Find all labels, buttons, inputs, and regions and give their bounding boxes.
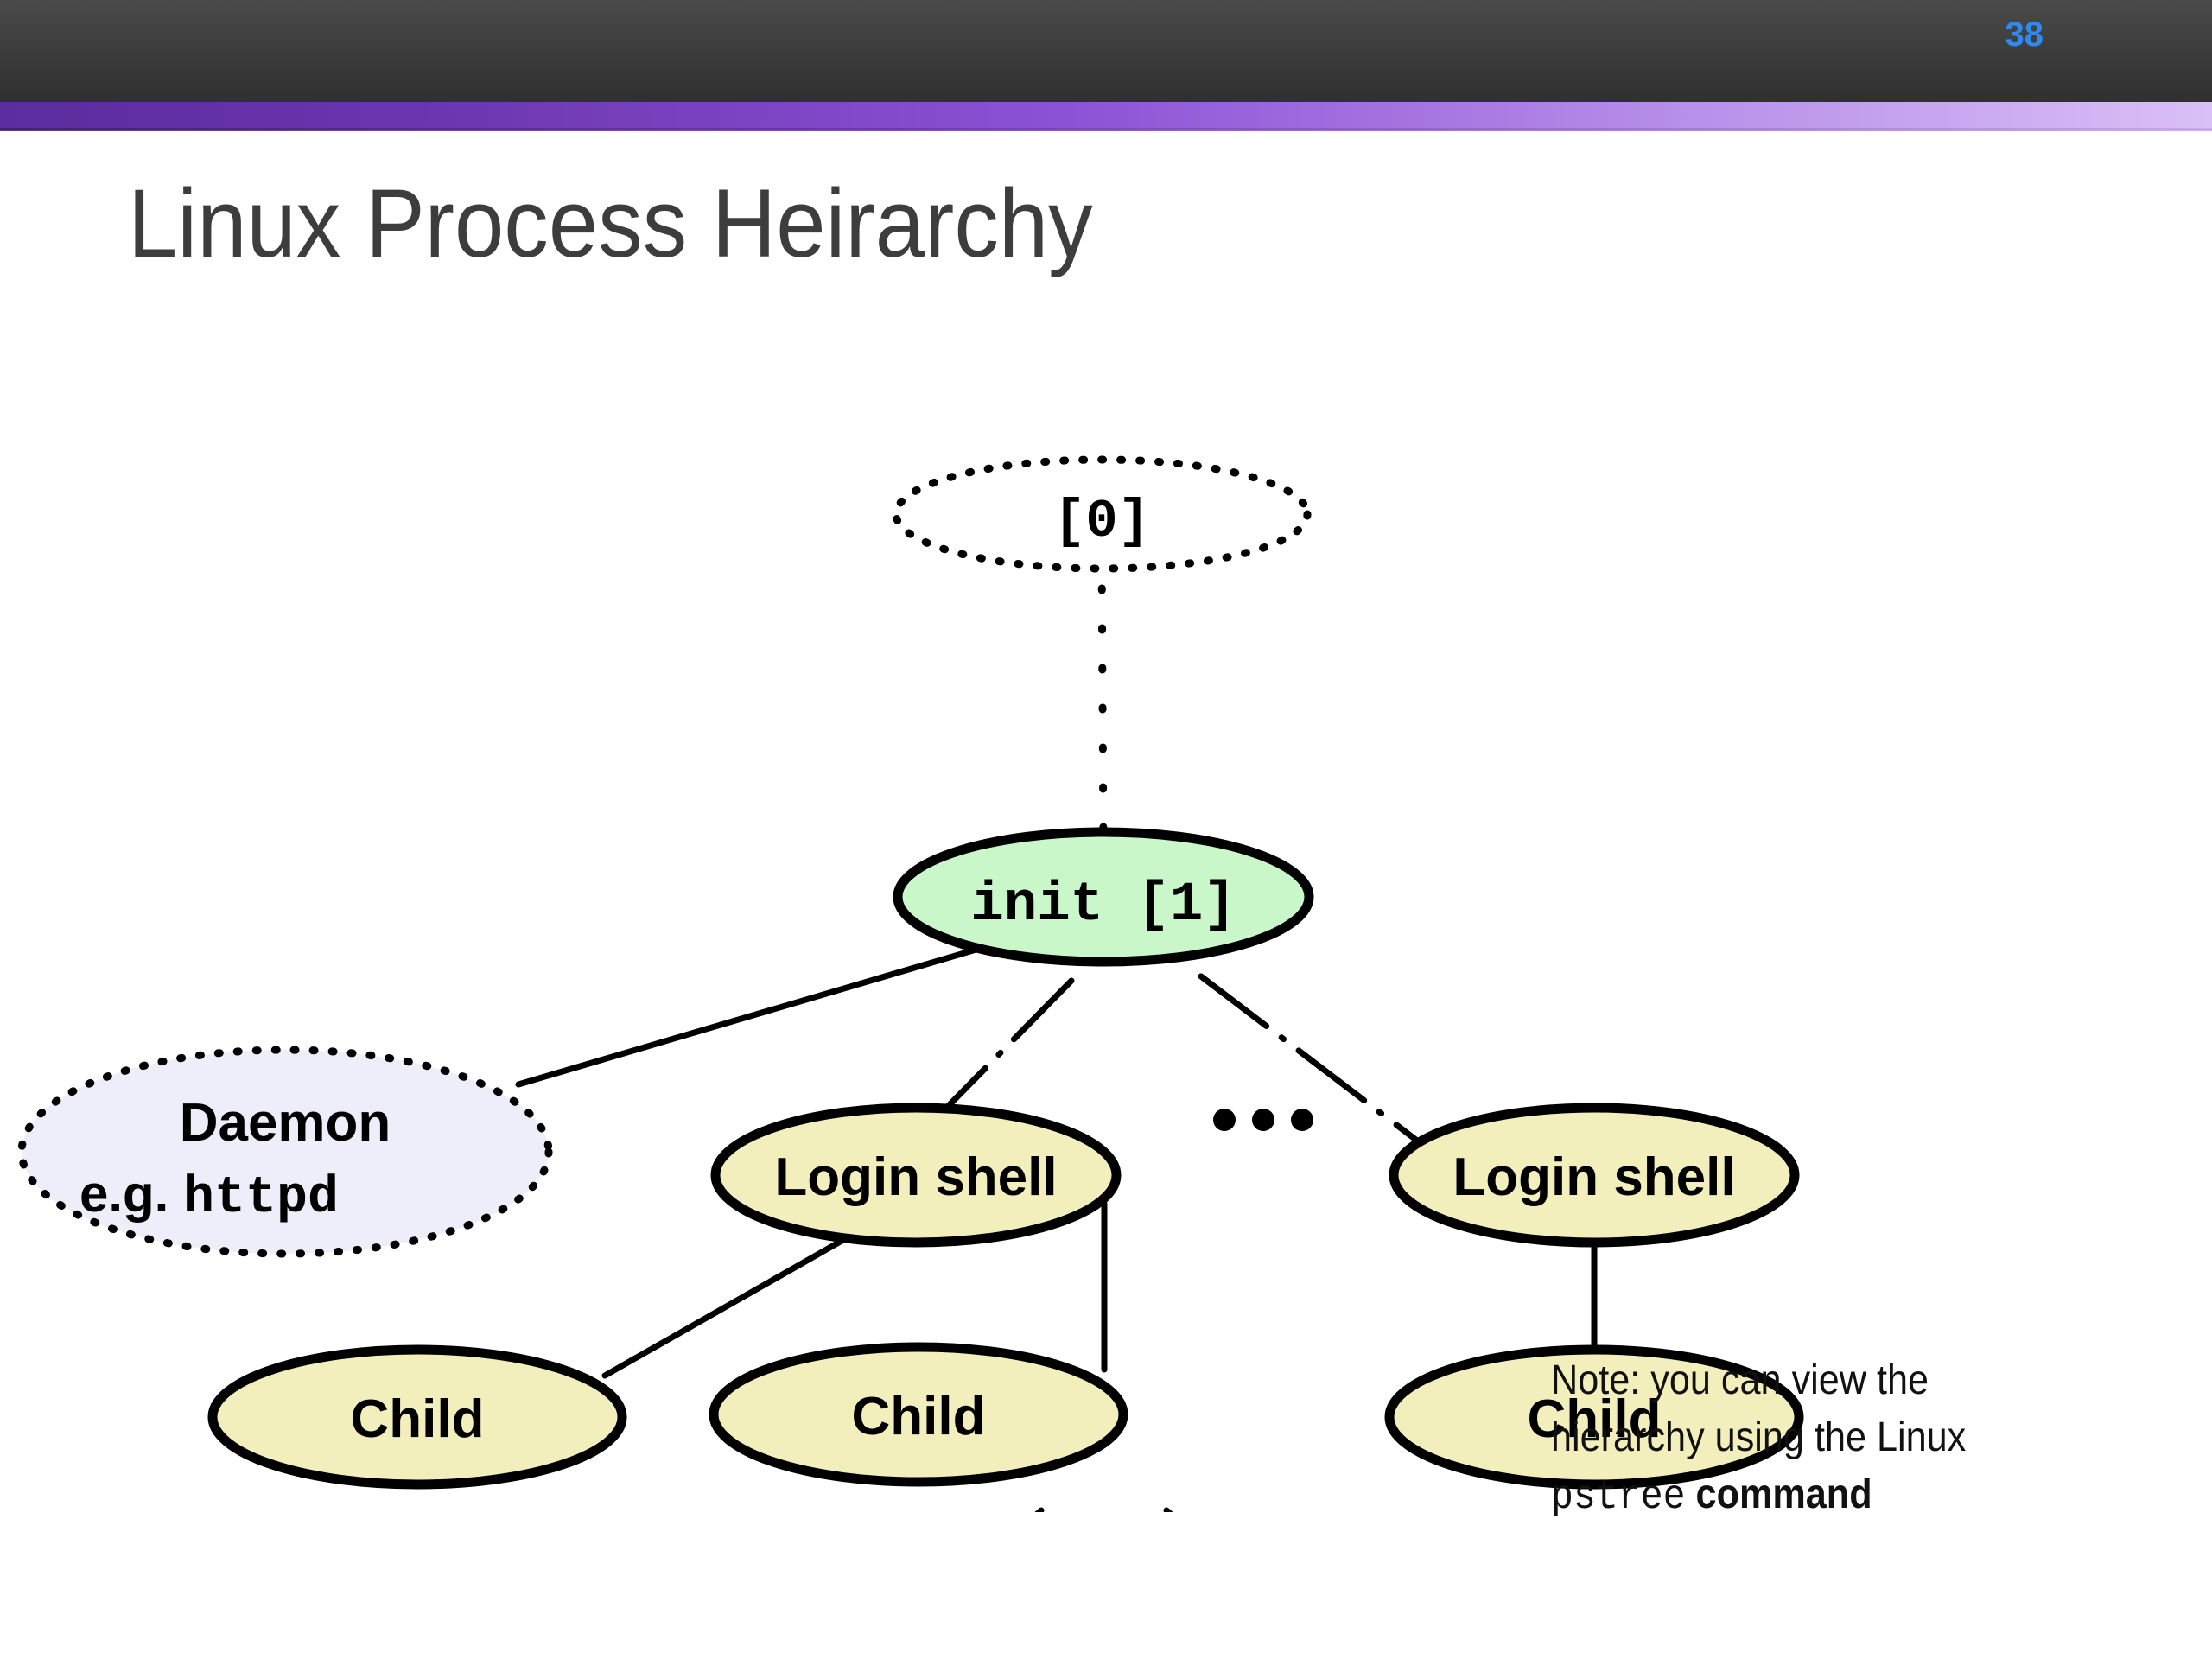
note-pstree-code: pstree: [1551, 1474, 1686, 1522]
node-init-label: init [1]: [970, 874, 1236, 937]
node-child-3-label: Child: [1528, 1389, 1662, 1449]
daemon-httpd-text: httpd: [183, 1169, 339, 1228]
note-command-text: command: [1685, 1471, 1872, 1518]
edge-child2-grandchild2: [1163, 1507, 1173, 1512]
edge-init-loginshell2: [1198, 973, 1421, 1144]
page-title: Linux Process Heirarchy: [128, 169, 1093, 277]
node-child-1-shape: [207, 1344, 627, 1490]
node-loginshell-2-label: Login shell: [1452, 1147, 1735, 1207]
note-line-2: hierarchy using the Linux: [1551, 1414, 1967, 1461]
node-loginshell-2[interactable]: Login shell: [1389, 1103, 1800, 1248]
node-loginshell-1-shape: [710, 1103, 1122, 1248]
edge-init-daemon: [515, 938, 1006, 1088]
edge-child2-grandchild1: [1034, 1507, 1045, 1512]
node-daemon-shape: [17, 1046, 553, 1258]
daemon-eg-text: e.g.: [79, 1165, 183, 1223]
process-hierarchy-diagram: [0] init [1] Daemon e.g. httpd Login she…: [0, 285, 2212, 1512]
ellipsis-indicator: [1213, 1109, 1313, 1131]
node-kernel-shape: [892, 455, 1312, 573]
node-loginshell-2-shape: [1389, 1103, 1800, 1248]
node-child-1-label: Child: [351, 1389, 485, 1449]
diagram-edges: [515, 544, 1598, 1512]
node-daemon-label-line2: e.g. httpd: [79, 1165, 339, 1228]
node-daemon[interactable]: Daemon e.g. httpd: [17, 1046, 553, 1258]
node-child-3[interactable]: Child: [1384, 1344, 1804, 1490]
node-daemon-label-line1: Daemon: [180, 1093, 391, 1153]
slide-top-bar: 38: [0, 0, 2212, 102]
node-child-2-label: Child: [852, 1387, 986, 1446]
node-init-shape: [893, 827, 1314, 967]
page-number: 38: [2005, 16, 2044, 54]
accent-strip: [0, 102, 2212, 130]
edge-kernel-init: [1097, 544, 1108, 847]
node-child-3-shape: [1384, 1344, 1804, 1490]
node-loginshell-1[interactable]: Login shell: [710, 1103, 1122, 1248]
node-kernel-label: [0]: [1053, 491, 1150, 552]
node-child-2-shape: [709, 1342, 1128, 1487]
node-child-1[interactable]: Child: [207, 1344, 627, 1490]
node-loginshell-1-label: Login shell: [774, 1147, 1057, 1207]
note-line-3: pstree command: [1551, 1466, 2095, 1526]
note-block: Note: you can view the hierarchy using t…: [1551, 1352, 2095, 1527]
node-child-2[interactable]: Child: [709, 1342, 1128, 1487]
accent-underline: [0, 128, 2212, 131]
node-init[interactable]: init [1]: [893, 827, 1314, 967]
note-line-1: Note: you can view the: [1551, 1357, 1929, 1403]
node-kernel[interactable]: [0]: [892, 455, 1312, 573]
